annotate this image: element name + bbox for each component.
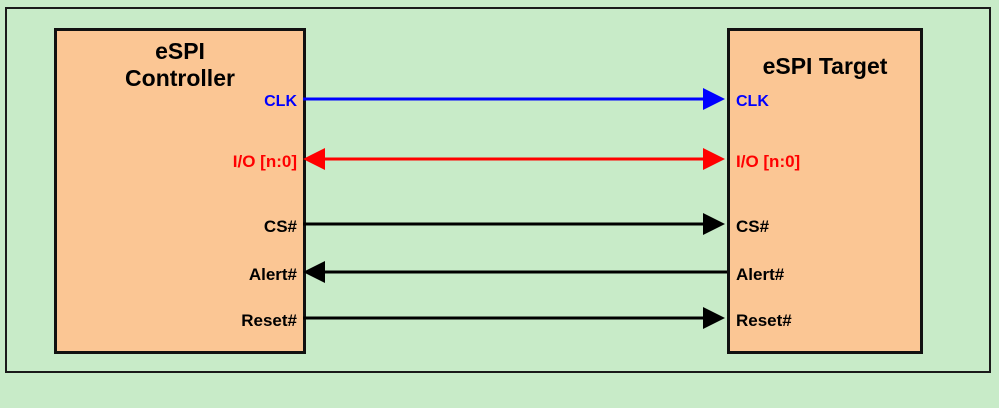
target-pin-reset: Reset# (736, 311, 792, 330)
arrowhead-reset-right (703, 307, 725, 329)
signal-wire-reset (303, 306, 727, 330)
target-pin-clk: CLK (736, 93, 769, 110)
target-pin-alert: Alert# (736, 265, 785, 284)
signal-line-alert (323, 270, 727, 274)
signal-line-reset (303, 316, 705, 320)
arrowhead-cs-right (703, 213, 725, 235)
signal-wire-alert (303, 260, 727, 284)
signal-line-cs (303, 222, 705, 226)
target-pin-cs: CS# (736, 217, 770, 236)
espi-controller-block: eSPI Controller CLK I/O [n:0] CS# Alert#… (54, 28, 306, 354)
signal-line-io (323, 157, 705, 161)
arrowhead-alert-left (303, 261, 325, 283)
arrowhead-io-right (703, 148, 725, 170)
controller-pin-alert: Alert# (248, 265, 297, 284)
signal-wire-cs (303, 212, 727, 236)
espi-controller-title: eSPI Controller (125, 38, 235, 91)
signal-line-clk (303, 97, 705, 101)
controller-pin-reset: Reset# (241, 311, 297, 330)
controller-pin-io: I/O [n:0] (232, 152, 297, 171)
arrowhead-io-left (303, 148, 325, 170)
espi-target-block: eSPI Target CLK I/O [n:0] CS# Alert# Res… (727, 28, 923, 354)
target-pin-io: I/O [n:0] (736, 152, 801, 171)
signal-wire-io (303, 147, 727, 171)
signal-wire-clk (303, 87, 727, 111)
controller-pin-clk: CLK (264, 93, 297, 110)
controller-pin-cs: CS# (263, 217, 297, 236)
espi-target-title: eSPI Target (762, 53, 888, 79)
arrowhead-clk-right (703, 88, 725, 110)
